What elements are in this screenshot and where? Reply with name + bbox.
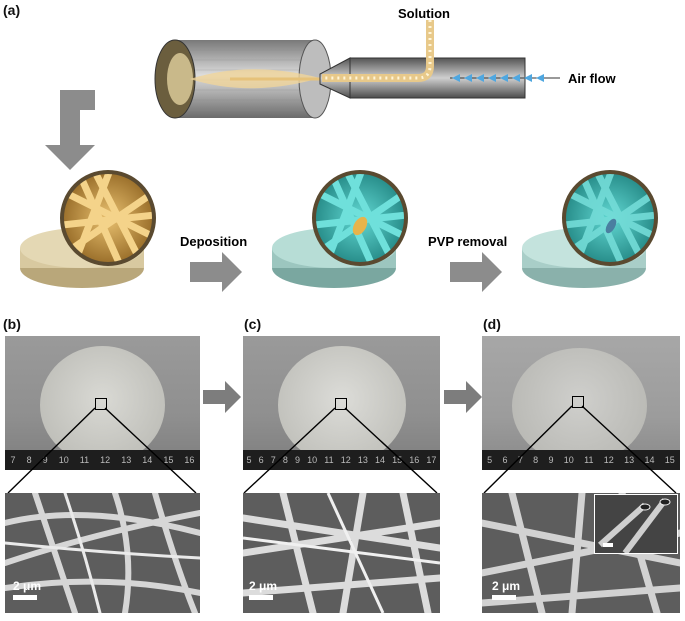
pvp-removal-label: PVP removal (428, 234, 508, 249)
air-flow-label: Air flow (568, 71, 616, 86)
sem-c-fibers (243, 493, 440, 613)
collector-drum (154, 39, 332, 119)
air-flow-arrows (452, 74, 544, 82)
zoom-teal (312, 170, 408, 266)
deposition-label: Deposition (180, 234, 248, 249)
scale-bar-b: 2 μm (13, 579, 41, 600)
sem-c: 2 μm (243, 493, 440, 613)
sem-b: 2 μm (5, 493, 200, 613)
panel-label-a: (a) (3, 2, 21, 18)
zoom-box (335, 398, 347, 410)
zoom-box (572, 396, 584, 408)
panel-label-b: (b) (3, 316, 21, 332)
arrow-b-to-c (203, 381, 241, 413)
panel-label-c: (c) (244, 316, 262, 332)
arrow-c-to-d (444, 381, 482, 413)
arrow-pvp-removal (450, 252, 502, 292)
scale-bar-d: 2 μm (492, 579, 520, 600)
zoom-teal-hollow (562, 170, 658, 266)
nozzle (319, 20, 560, 99)
arrow-deposition (190, 252, 242, 292)
flow-arrow-down (45, 90, 95, 170)
scale-bar-c: 2 μm (249, 579, 277, 600)
zoom-box (95, 398, 107, 410)
solution-label: Solution (398, 6, 450, 21)
panel-label-d: (d) (483, 316, 501, 332)
sem-d: 2 μm (482, 493, 680, 613)
sem-b-fibers (5, 493, 200, 613)
sem-inset (594, 494, 678, 554)
hollow-fiber-inset (598, 498, 671, 553)
zoom-gold (60, 170, 156, 266)
